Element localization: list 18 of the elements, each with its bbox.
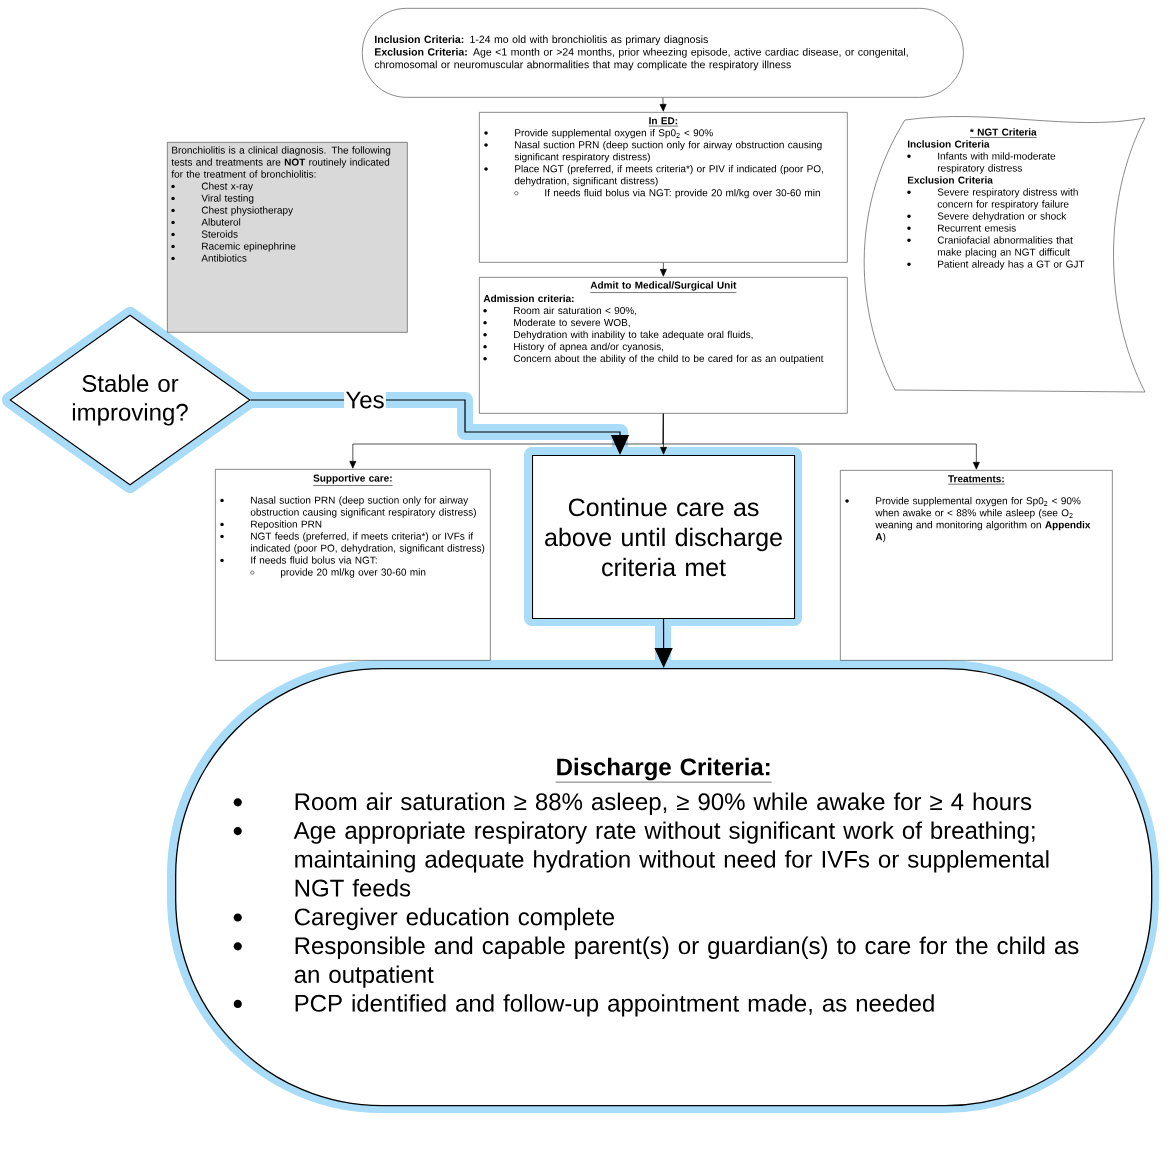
note-box: Bronchiolitis is a clinical diagnosis. The following tests and treatments are NOT routinely indicated for the treatment of bronchiolitis: Chest x-ray Viral testing Chest physiotherapy Albuterol Steroids Racemic epinephrine Antibiotics (167, 142, 408, 333)
arrow (660, 413, 667, 455)
process-box: Supportive care: Nasal suction PRN (deep suction only for airway obstruction causing significant respiratory distress) Reposition PRN NGT feeds (preferred, if meets criteria*) or IVFs if indicated (poor PO, dehydration, significant distress) If needs fluid bolus via NGT: provide 20 ml/kg over 30-60 min (215, 469, 491, 661)
criteria-scroll: * NGT Criteria Inclusion Criteria Infants with mild-moderate respiratory distress Exclusion Criteria Severe respiratory distress with concern for respiratory failure Severe dehydration or shock Recurrent emesis Craniofacial abnormalities that make placing an NGT difficult Patient already has a GT or GJT (864, 116, 1146, 393)
arrow (659, 262, 667, 277)
process-box: Continue care as above until discharge criteria met (532, 455, 796, 620)
process-box: Admit to Medical/Surgical Unit Admission criteria: Room air saturation < 90%, Moderate to severe WOB, Dehydration with inability to take adequate oral fluids, History of apnea and/or cyanosis, Concern about the ability of the child to be cared for as an outpatient (479, 277, 848, 414)
node-label: Age appropriate respiratory rate without significant work of breathing; maintaining adequate hydration without need for IVFs or supplemental NGT feeds (293, 821, 1049, 897)
node-label: Discharge Criteria: (557, 757, 770, 781)
node-label: Caregiver education complete (294, 907, 615, 931)
process-box: Treatments: Provide supplemental oxygen for Sp0$_{2}$ < 90% when awake or < 88% while asleep (see O$_{2}$ weaning and monitoring algorithm on Appendix A) (840, 470, 1113, 661)
node-label: Responsible and capable parent(s) or guardian(s) to care for the child as an outpatient (294, 936, 1079, 988)
discharge-oval: Discharge Criteria: Room air saturation ≥ 88% asleep, ≥ 90% while awake for ≥ 4 hours Age appropriate respiratory rate without significant work of breathing; maintaining adequate hydration without need for IVFs or supplemental NGT feeds Caregiver education complete Responsible and capable parent(s) or guardian(s) to care for the child as an outpatient PCP identified and follow-up appointment made, as needed (175, 668, 1153, 1107)
process-box: In ED: Provide supplemental oxygen if Sp0$_{2}$ < 90% Nasal suction PRN (deep suction only for airway obstruction causing significant respiratory distress) Place NGT (preferred, if meets criteria*) or PIV if indicated (poor PO, dehydration, significant distress) If needs fluid bolus via NGT: provide 20 ml/kg over 30-60 min (479, 112, 848, 263)
node-label: PCP identified and follow-up appointment made, as needed (295, 994, 934, 1017)
arrow (659, 97, 667, 112)
node-label: Room air saturation ≥ 88% asleep, ≥ 90% while awake for ≥ 4 hours (295, 792, 1032, 815)
edge-label: Yes (344, 390, 386, 410)
